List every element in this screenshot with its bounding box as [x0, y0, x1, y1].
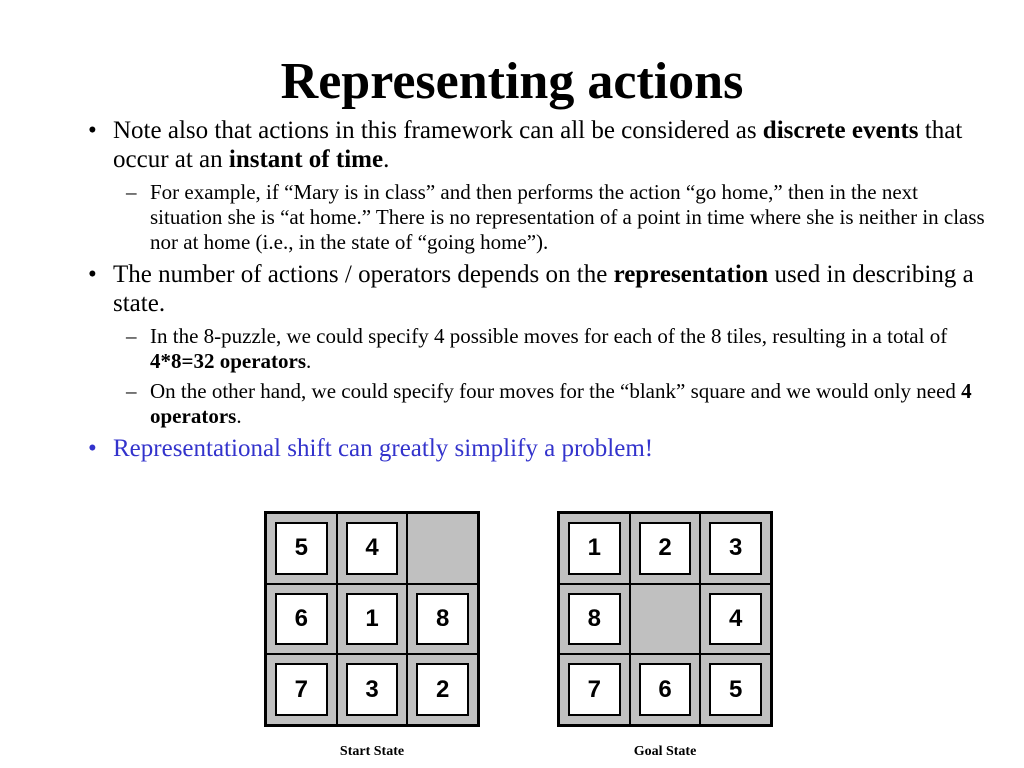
- puzzle-tile: 3: [709, 522, 762, 575]
- bold-term-instant-of-time: instant of time: [228, 146, 384, 173]
- bold-term-4-operators: 4 operators: [150, 379, 972, 428]
- puzzle-cell: 4: [336, 513, 408, 584]
- puzzle-cell-blank: [629, 583, 701, 655]
- goal-state-puzzle: 1 2 3 8 4 7 6 5: [557, 511, 773, 727]
- bold-term-discrete-events: discrete events: [762, 117, 919, 144]
- puzzle-tile: 8: [416, 592, 469, 646]
- dash-marker: –: [126, 180, 137, 204]
- puzzle-tile: 2: [638, 522, 692, 575]
- puzzle-cell: 7: [266, 654, 337, 725]
- bullet-text: Representational shift can greatly simpl…: [113, 435, 654, 462]
- sub-bullet-text: On the other hand, we could specify four…: [150, 379, 962, 403]
- puzzle-cell: 3: [336, 654, 408, 725]
- dash-marker: –: [126, 379, 137, 403]
- dash-marker: –: [126, 324, 137, 348]
- bullet-marker: •: [88, 435, 97, 462]
- puzzle-cell: 2: [629, 513, 701, 584]
- puzzle-cell: 5: [700, 654, 771, 725]
- start-state-puzzle: 5 4 6 1 8 7 3 2: [264, 511, 480, 727]
- puzzle-cell: 6: [266, 583, 337, 655]
- puzzle-cell: 8: [559, 583, 630, 655]
- puzzle-cell: 2: [407, 654, 478, 725]
- goal-state-caption: Goal State: [633, 744, 697, 759]
- puzzle-tile: 7: [568, 663, 621, 716]
- bold-term-32-operators: 4*8=32 operators: [150, 349, 307, 373]
- puzzle-tile: 3: [345, 663, 399, 716]
- sub-bullet-mary-example: –For example, if “Mary is in class” and …: [88, 180, 988, 255]
- bullet-text: used in describing a state.: [113, 261, 974, 317]
- puzzle-cell-blank: [407, 513, 478, 584]
- bullet-text: .: [383, 146, 390, 173]
- puzzle-tile: 2: [416, 663, 469, 716]
- puzzle-tile: 6: [275, 592, 328, 646]
- sub-bullet-text: For example, if “Mary is in class” and t…: [150, 180, 985, 254]
- sub-bullet-4-operators: –On the other hand, we could specify fou…: [88, 379, 988, 429]
- puzzle-cell: 7: [559, 654, 630, 725]
- puzzle-tile: 5: [275, 522, 328, 575]
- bullet-list: • Note also that actions in this framewor…: [88, 116, 988, 469]
- puzzle-tile: 8: [568, 592, 621, 646]
- bullet-text: Note also that actions in this framework…: [113, 117, 763, 144]
- puzzle-tile: 1: [568, 522, 621, 575]
- puzzle-tile: 1: [345, 592, 399, 646]
- puzzle-tile: 7: [275, 663, 328, 716]
- puzzle-cell: 3: [700, 513, 771, 584]
- sub-bullet-text: .: [306, 349, 312, 373]
- sub-bullet-text: .: [236, 404, 242, 428]
- bullet-text: The number of actions / operators depend…: [113, 261, 614, 288]
- bullet-representation: • The number of actions / operators depen…: [88, 260, 988, 318]
- bullet-marker: •: [88, 117, 97, 144]
- bold-term-representation: representation: [613, 261, 769, 288]
- start-state-caption: Start State: [339, 744, 405, 759]
- puzzle-tile: 4: [709, 592, 762, 646]
- puzzle-tile: 6: [638, 663, 692, 716]
- sub-bullet-text: In the 8-puzzle, we could specify 4 poss…: [150, 324, 948, 348]
- puzzle-cell: 1: [336, 583, 408, 655]
- puzzle-cell: 5: [266, 513, 337, 584]
- bullet-discrete-events: • Note also that actions in this framewor…: [88, 116, 988, 174]
- puzzle-cell: 1: [559, 513, 630, 584]
- puzzle-tile: 4: [345, 522, 399, 575]
- slide-title: Representing actions: [280, 53, 744, 110]
- puzzle-cell: 4: [700, 583, 771, 655]
- bullet-representational-shift: • Representational shift can greatly simp…: [88, 434, 988, 463]
- puzzle-tile: 5: [709, 663, 762, 716]
- puzzle-cell: 8: [407, 583, 478, 655]
- bullet-text: that occur at an: [113, 117, 963, 173]
- bullet-marker: •: [88, 261, 97, 288]
- puzzle-cell: 6: [629, 654, 701, 725]
- sub-bullet-32-operators: –In the 8-puzzle, we could specify 4 pos…: [88, 324, 988, 374]
